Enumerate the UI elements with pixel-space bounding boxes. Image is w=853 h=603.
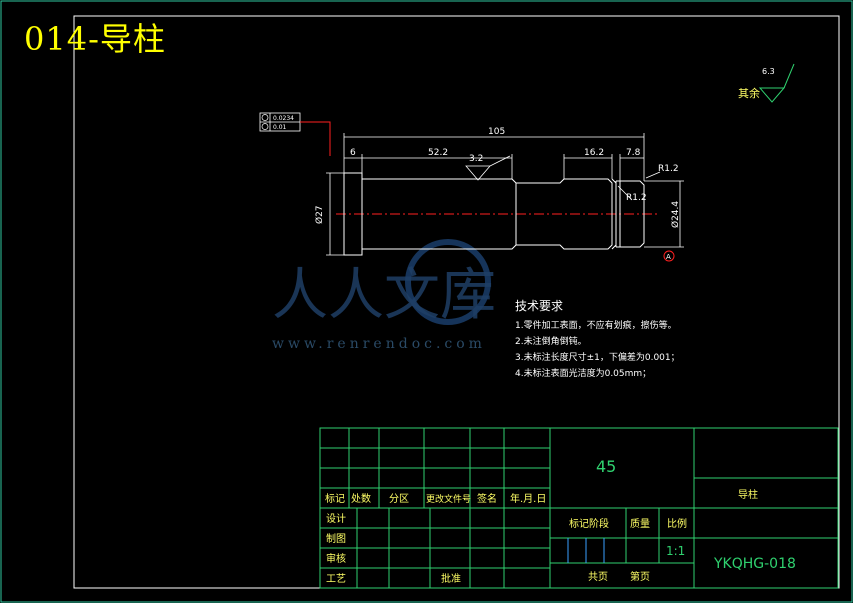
tech-item: 1.零件加工表面，不应有划痕，擦伤等。 bbox=[515, 321, 677, 331]
hdr-date: 年.月.日 bbox=[510, 492, 546, 505]
rough-mark: 3.2 bbox=[469, 154, 483, 164]
scale-label: 比例 bbox=[667, 517, 687, 530]
dim-overall: 105 bbox=[488, 127, 505, 137]
datum-marker bbox=[663, 250, 675, 262]
dim-d2: 52.2 bbox=[428, 148, 448, 158]
tech-item: 2.未注倒角倒钝。 bbox=[515, 337, 587, 347]
dim-dia-right: Ø24.4 bbox=[670, 201, 681, 228]
hdr-mark: 标记 bbox=[325, 493, 345, 505]
roundness-icon bbox=[261, 123, 269, 130]
cylindricity-icon bbox=[261, 114, 269, 121]
hdr-change-doc: 更改文件号 bbox=[426, 493, 471, 505]
dimension-lines bbox=[326, 133, 684, 256]
weight-label: 质量 bbox=[630, 518, 650, 530]
dim-r2: R1.2 bbox=[658, 164, 679, 174]
dim-d4: 7.8 bbox=[626, 148, 641, 158]
tech-item: 3.未标注长度尺寸±1，下偏差为0.001； bbox=[515, 353, 680, 363]
hdr-count: 处数 bbox=[351, 492, 371, 505]
tol-row2: 0.01 bbox=[273, 124, 287, 131]
part-outline bbox=[343, 172, 645, 256]
tech-heading: 技术要求 bbox=[515, 299, 564, 313]
role-process: 工艺 bbox=[326, 573, 346, 585]
drawing-number: YKQHG-018 bbox=[713, 556, 796, 572]
total-sheets: 共页 bbox=[588, 571, 608, 583]
role-design: 设计 bbox=[326, 512, 346, 525]
scale-value: 1:1 bbox=[666, 544, 685, 558]
page-title: 014-导柱 bbox=[24, 20, 166, 58]
stage-label: 标记阶段 bbox=[569, 517, 609, 530]
tol-row1: 0.0234 bbox=[273, 115, 294, 122]
sheet-no: 第页 bbox=[630, 570, 650, 583]
title-block-text: 标记 处数 分区 更改文件号 签名 年.月.日 设计 制图 审核 工艺 批准 标… bbox=[325, 488, 758, 585]
part-name: 导柱 bbox=[738, 488, 758, 501]
dimension-labels: 105 6 52.2 16.2 7.8 R1.2 R1.2 3.2 Ø27 Ø2… bbox=[314, 127, 681, 228]
role-draw: 制图 bbox=[326, 532, 346, 545]
dim-dia-left: Ø27 bbox=[314, 205, 325, 224]
tech-requirements: 技术要求 1.零件加工表面，不应有划痕，擦伤等。 2.未注倒角倒钝。 3.未标注… bbox=[515, 298, 680, 382]
watermark-url: www.renrendoc.com bbox=[272, 336, 486, 352]
hdr-sign: 签名 bbox=[477, 492, 497, 505]
roughness-label: 其余 bbox=[738, 86, 760, 100]
datum-label: A bbox=[666, 253, 671, 261]
role-check: 审核 bbox=[326, 552, 346, 565]
tech-item: 4.未标注表面光洁度为0.05mm； bbox=[515, 369, 652, 379]
watermark-text: 人人文库 bbox=[272, 263, 496, 328]
material: 45 bbox=[596, 457, 616, 476]
tol-leader bbox=[300, 121, 331, 156]
roughness-value: 6.3 bbox=[762, 67, 775, 76]
dim-d1: 6 bbox=[350, 148, 356, 158]
stage-cells bbox=[567, 538, 605, 563]
dim-r1: R1.2 bbox=[626, 193, 647, 203]
hdr-zone: 分区 bbox=[389, 493, 409, 505]
role-approve: 批准 bbox=[441, 572, 461, 585]
watermark-logo bbox=[405, 239, 491, 325]
dim-d3: 16.2 bbox=[584, 148, 604, 158]
title-block-grid bbox=[319, 427, 839, 589]
roughness-symbol: 6.3 其余 bbox=[738, 63, 795, 103]
tolerance-frame: 0.0234 0.01 bbox=[259, 112, 331, 156]
